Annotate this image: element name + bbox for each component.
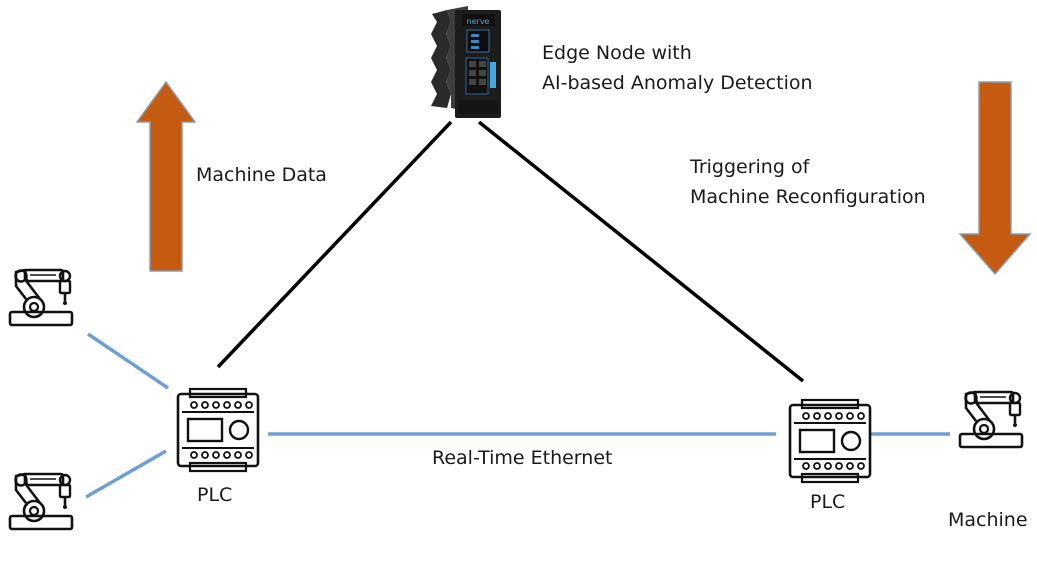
reconfiguration-label-line2: Machine Reconfiguration: [690, 186, 926, 208]
edge-node-title-line1: Edge Node with: [542, 42, 692, 64]
ethernet-label: Real-Time Ethernet: [432, 447, 613, 469]
plc-label-left: PLC: [197, 484, 233, 506]
link-robot1-plc1: [87, 332, 169, 390]
plc-label-right: PLC: [810, 491, 846, 513]
robot-arm-icon: [958, 390, 1024, 449]
machine-data-up-arrow: [135, 80, 197, 272]
plc-device-icon: [176, 387, 260, 473]
reconfiguration-label: Triggering of Machine Reconfiguration: [690, 152, 926, 212]
link-robot2-plc1: [85, 449, 167, 499]
edge-node-title: Edge Node with AI-based Anomaly Detectio…: [542, 38, 813, 98]
machine-label: Machine: [948, 509, 1028, 531]
edge-node-device-icon: nerve: [431, 6, 501, 118]
uplink-plc2-edge: [477, 120, 805, 383]
uplink-plc1-edge: [216, 120, 453, 369]
plc-device-icon: [788, 398, 872, 484]
reconfiguration-label-line1: Triggering of: [690, 156, 810, 178]
edge-node-title-line2: AI-based Anomaly Detection: [542, 72, 813, 94]
machine-data-label: Machine Data: [196, 164, 327, 186]
robot-arm-icon: [8, 472, 74, 531]
device-brand-text: nerve: [467, 17, 490, 26]
robot-arm-icon: [8, 268, 74, 327]
reconfiguration-down-arrow: [958, 81, 1032, 276]
